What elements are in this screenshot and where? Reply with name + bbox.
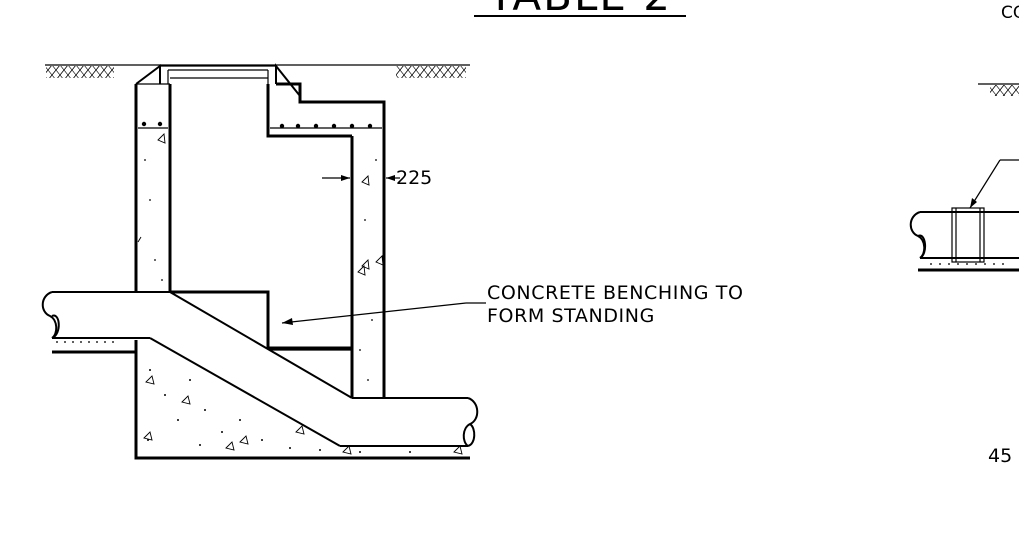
inlet-pipe	[41, 291, 468, 446]
concrete-base	[134, 340, 470, 460]
title-group: TABLE 2	[474, 0, 686, 20]
outlet-pipe	[340, 397, 479, 447]
base-aggregate	[143, 369, 463, 455]
ground-surface	[45, 64, 470, 78]
chamber-left-wall	[134, 83, 172, 292]
manhole-cover-frame	[135, 63, 301, 97]
right-partial-drawing: CO 45	[909, 3, 1019, 467]
benching-annotation: CONCRETE BENCHING TO FORM STANDING	[281, 282, 744, 327]
ground-hatch-right	[396, 66, 466, 78]
sloped-pipe	[149, 291, 353, 447]
wall-thickness-dimension: 225	[322, 167, 432, 189]
inlet-bedding	[52, 341, 136, 354]
right-ground-hatch	[990, 85, 1019, 96]
annotation-line-2: FORM STANDING	[487, 305, 655, 327]
annotation-line-1: CONCRETE BENCHING TO	[487, 282, 744, 304]
chamber-right-wall	[350, 136, 384, 398]
cover-slab	[266, 82, 386, 398]
concrete-benching	[170, 290, 352, 351]
dimension-label: 225	[396, 167, 432, 189]
right-top-label: CO	[1001, 3, 1019, 23]
ground-hatch-left	[46, 66, 114, 78]
right-bottom-label: 45	[988, 445, 1012, 467]
